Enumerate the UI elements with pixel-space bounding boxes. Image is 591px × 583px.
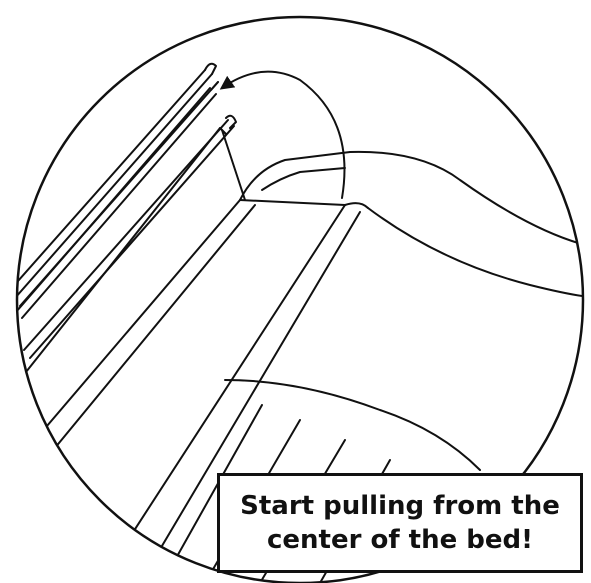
instruction-callout: Start pulling from the center of the bed… [217, 473, 583, 573]
callout-line-1: Start pulling from the [240, 489, 560, 523]
callout-line-2: center of the bed! [267, 523, 533, 557]
